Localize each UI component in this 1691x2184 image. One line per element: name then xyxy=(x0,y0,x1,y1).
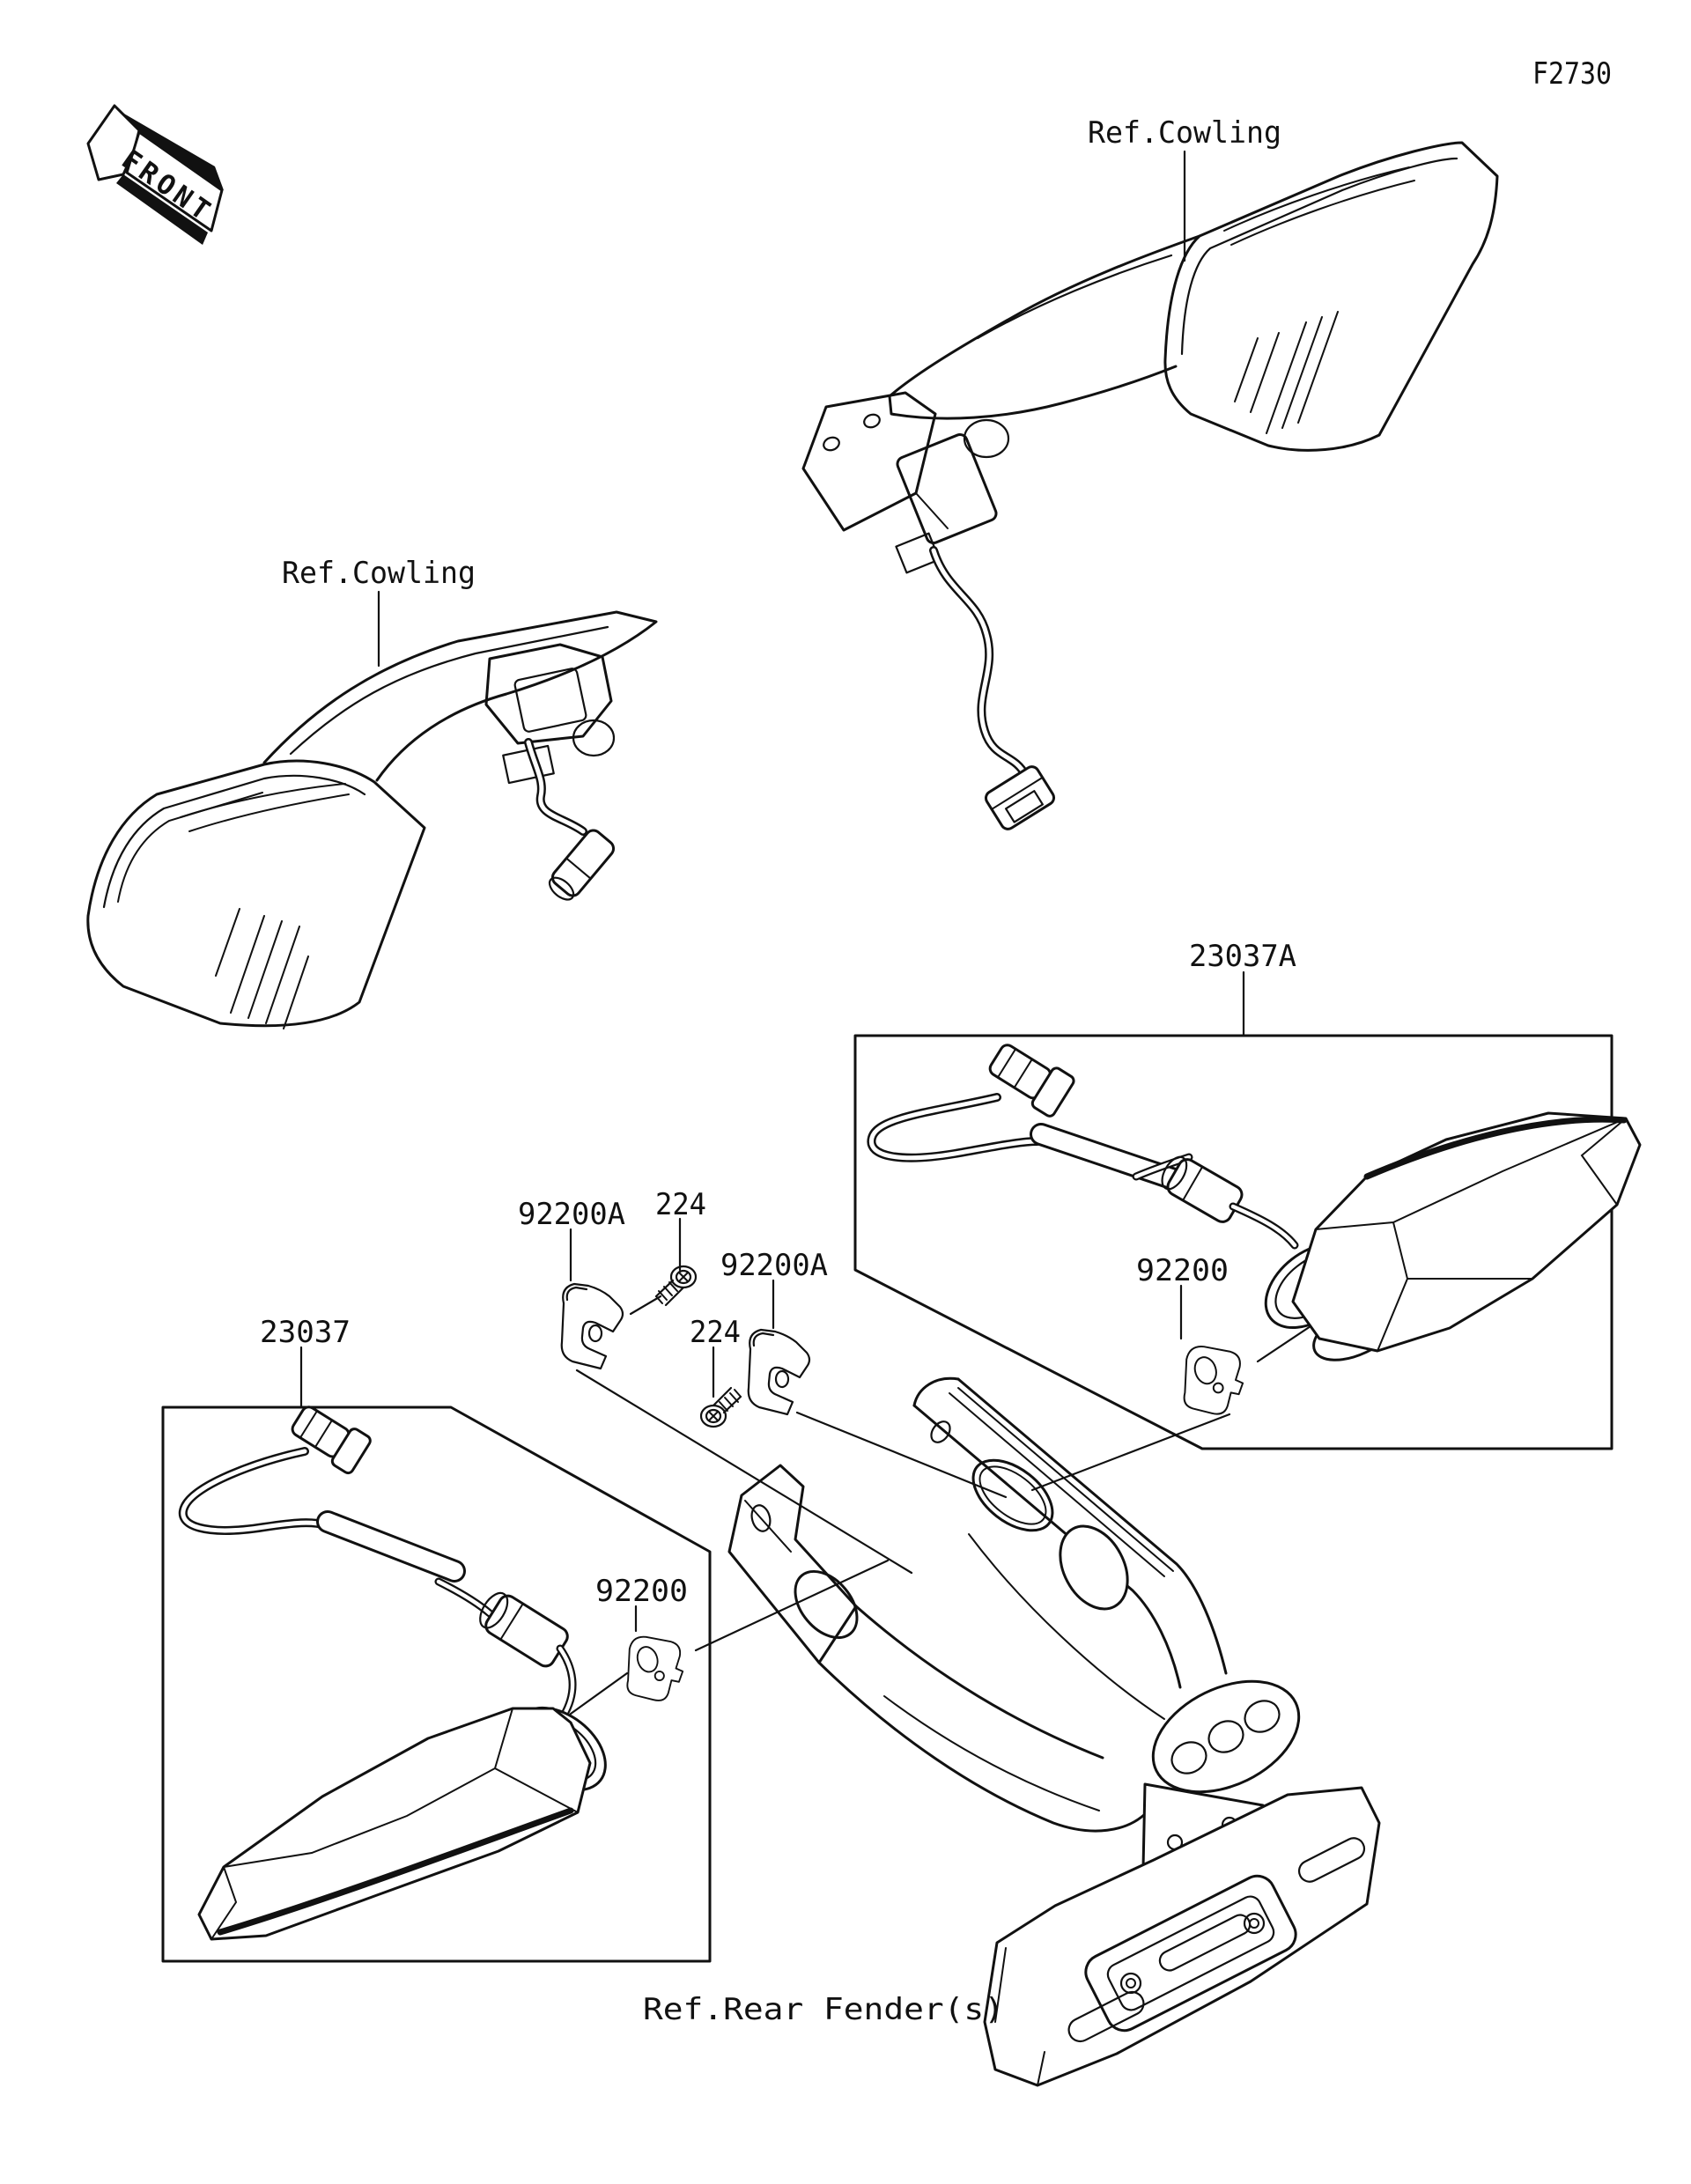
turn-signal-assembly-right xyxy=(867,1044,1642,1415)
page-code: F2730 xyxy=(1532,56,1612,92)
part-label-224-1: 224 xyxy=(655,1187,706,1222)
lamp-left xyxy=(197,1707,592,1941)
detail-box-23037a xyxy=(853,1034,1613,1450)
part-label-92200a-2: 92200A xyxy=(720,1248,828,1283)
clip-92200a-2 xyxy=(747,1328,811,1416)
ref-rear-fender-label: Ref.Rear Fender(s) xyxy=(643,1992,1004,2027)
leader-lines xyxy=(299,150,1323,2010)
mirror-glass-hatch-right xyxy=(1234,311,1339,434)
part-label-92200-right: 92200 xyxy=(1136,1253,1229,1288)
ref-cowling-left-label: Ref.Cowling xyxy=(282,556,476,591)
ref-cowling-right-label: Ref.Cowling xyxy=(1088,115,1281,151)
mirror-assembly-left xyxy=(86,610,658,1029)
mirror-glass-hatch-left xyxy=(215,908,309,1029)
front-direction-arrow: FRONT xyxy=(86,104,224,245)
screw-224-1 xyxy=(654,1265,698,1307)
turn-signal-assembly-left xyxy=(179,1406,684,1941)
connector-mirror-right xyxy=(984,765,1056,830)
boot-left xyxy=(479,1591,569,1668)
lamp-right xyxy=(1291,1111,1642,1353)
connector-right xyxy=(988,1044,1075,1118)
part-label-92200a-1: 92200A xyxy=(518,1197,625,1232)
connector-mirror-left xyxy=(548,829,616,901)
part-label-224-2: 224 xyxy=(690,1315,741,1350)
screw-224-2 xyxy=(699,1386,742,1428)
part-label-23037: 23037 xyxy=(260,1315,351,1350)
detail-box-23037 xyxy=(161,1406,712,1963)
clip-92200a-1 xyxy=(560,1282,624,1370)
rear-fender-bracket xyxy=(727,1376,1381,2087)
mirror-assembly-right xyxy=(801,141,1499,830)
connector-left xyxy=(291,1406,372,1475)
gasket-right xyxy=(1183,1346,1244,1415)
boot-right xyxy=(1161,1155,1244,1223)
part-label-23037a: 23037A xyxy=(1189,939,1296,974)
gasket-left xyxy=(626,1635,684,1701)
part-label-92200-left: 92200 xyxy=(595,1574,688,1609)
